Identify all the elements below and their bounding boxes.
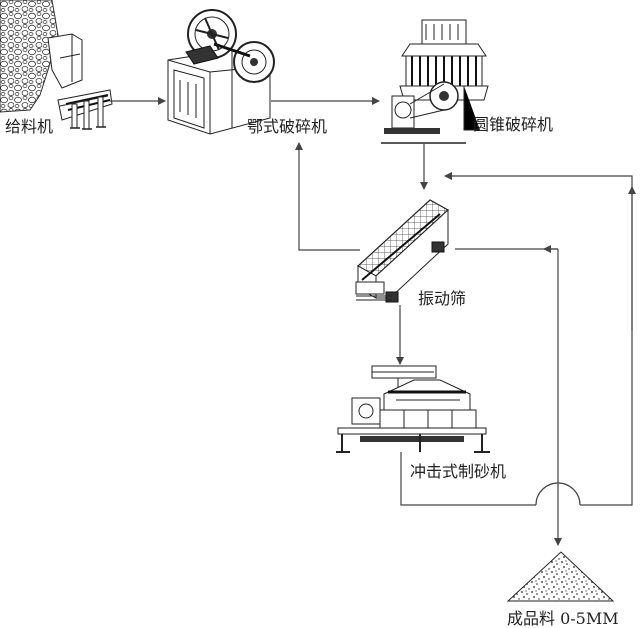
vibrating-screen-icon: [355, 199, 450, 303]
cone-crusher-label: 圆锥破碎机: [473, 115, 553, 134]
arrow-screen-return-to-jaw: [295, 142, 360, 251]
feeder-label: 给料机: [5, 117, 53, 136]
feeder-icon: [0, 0, 113, 130]
vibrating-screen-label: 振动筛: [418, 289, 466, 308]
product-pile-icon: [506, 551, 615, 602]
arrow-recycle-to-screen: [444, 172, 633, 506]
line-crossover-arc: [535, 482, 581, 506]
jaw-crusher-label: 鄂式破碎机: [247, 117, 327, 136]
flow-lines: [110, 97, 636, 546]
line-sand-maker-output: [400, 452, 536, 506]
cone-crusher-icon: [384, 19, 489, 134]
impact-sand-maker-icon: [336, 365, 490, 453]
impact-sand-maker-label: 冲击式制砂机: [410, 462, 506, 481]
finished-product-label: 成品料 0-5MM: [507, 609, 619, 628]
jaw-crusher-icon: [167, 9, 275, 135]
